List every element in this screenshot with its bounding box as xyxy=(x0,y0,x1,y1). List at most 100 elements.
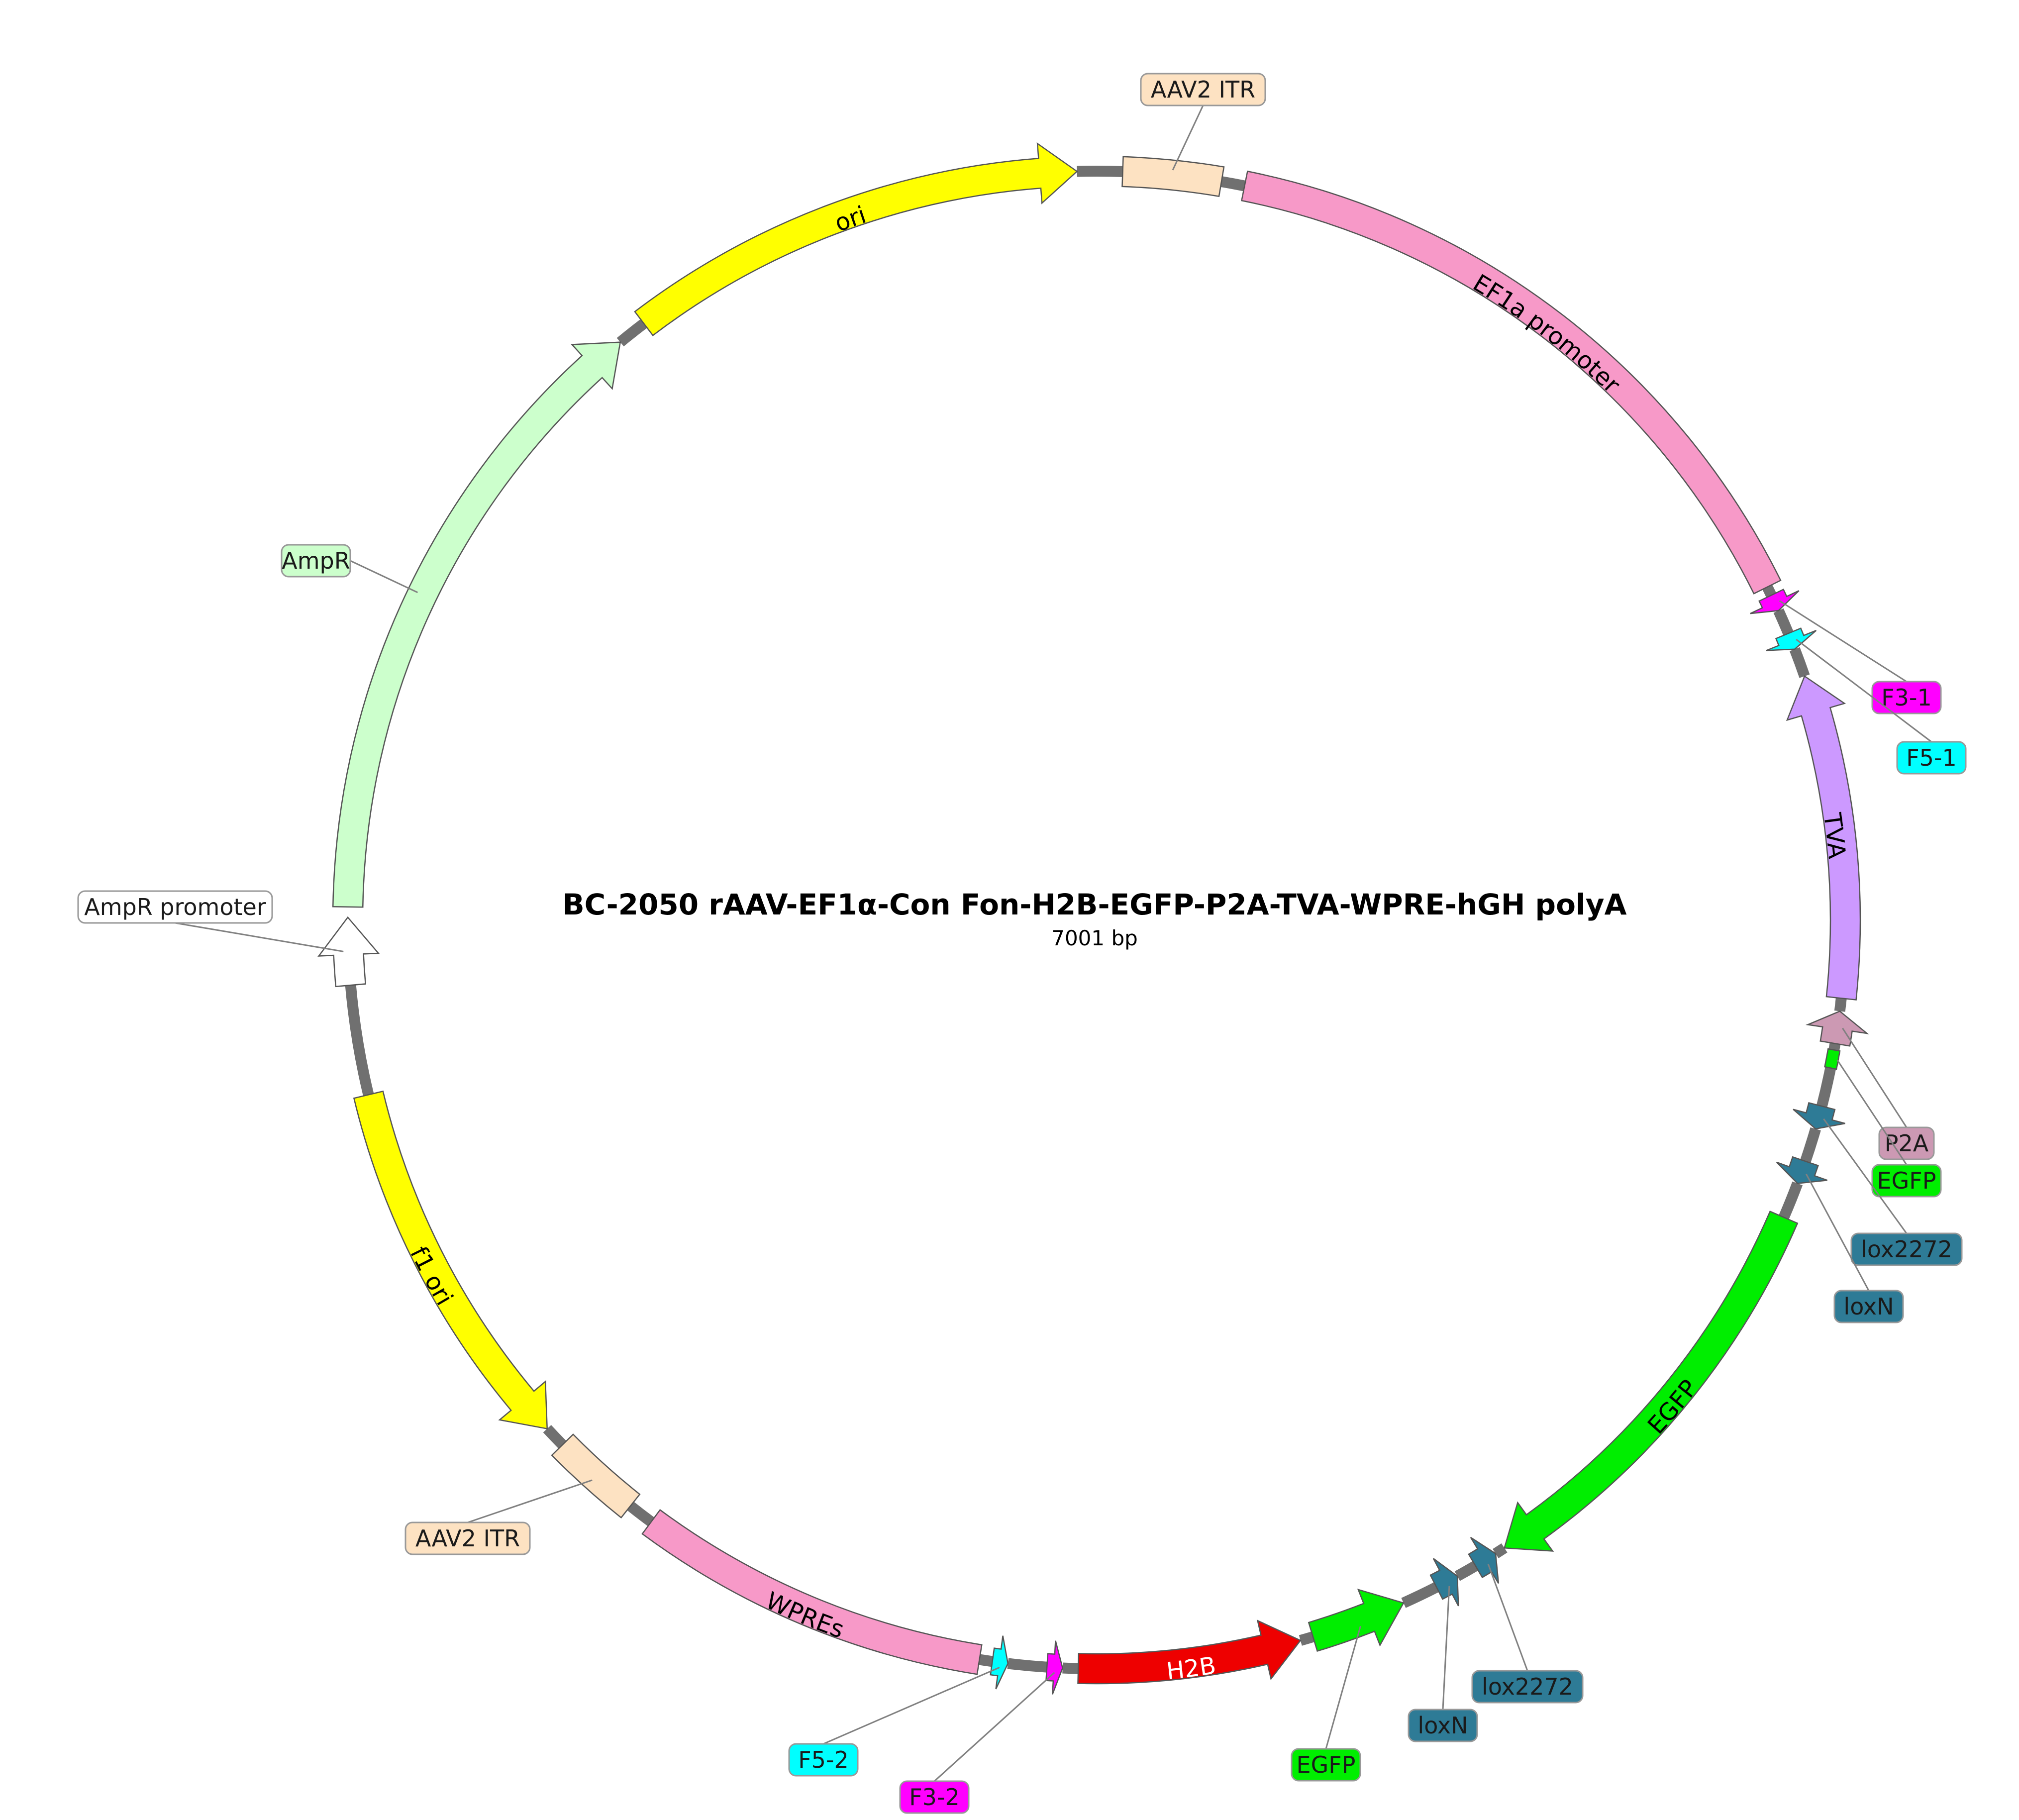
f5-2-leader-line xyxy=(823,1667,1000,1745)
f1-ori-shape[interactable] xyxy=(353,1090,548,1430)
backbone-segment xyxy=(978,1654,994,1667)
egfp-bottom-callout[interactable]: EGFP xyxy=(1291,1625,1362,1782)
f5-1-callout[interactable]: F5-1 xyxy=(1796,638,1967,775)
aav2-itr-top-shape[interactable] xyxy=(1121,156,1225,198)
backbone-segment xyxy=(1828,1042,1841,1051)
backbone-segment xyxy=(1401,1582,1439,1608)
p2a-callout[interactable]: P2A xyxy=(1842,1027,1935,1160)
f3-1-shape[interactable] xyxy=(1750,588,1800,614)
lox2272-right-feature[interactable] xyxy=(1793,1102,1845,1130)
backbone-segment xyxy=(627,1502,655,1526)
aav2-itr-bottom-leader-line xyxy=(467,1479,593,1523)
backbone-segment xyxy=(1299,1631,1315,1646)
backbone-segment xyxy=(1077,166,1123,177)
backbone-segment xyxy=(1773,608,1794,636)
ef1a-promoter-feature[interactable]: EF1a promoter xyxy=(1241,170,1782,595)
ampr-shape[interactable] xyxy=(332,341,621,908)
egfp-small-shape[interactable] xyxy=(1824,1048,1841,1070)
p2a-shape[interactable] xyxy=(1805,1010,1869,1047)
h2b-shape[interactable] xyxy=(1077,1619,1302,1685)
h2b-label: H2B xyxy=(1165,1651,1218,1685)
egfp-bottom-feature[interactable] xyxy=(1308,1588,1405,1652)
lox2272-bottom-feature[interactable] xyxy=(1468,1536,1500,1584)
backbone-segment xyxy=(1800,1127,1821,1163)
ef1a-promoter-label: EF1a promoter xyxy=(1468,269,1625,399)
backbone-segment xyxy=(1762,584,1777,598)
ef1a-promoter-shape[interactable] xyxy=(1241,170,1782,595)
aav2-itr-bottom-feature[interactable] xyxy=(551,1433,641,1519)
aav2-itr-bottom-callout[interactable]: AAV2 ITR xyxy=(404,1479,593,1555)
ampr-leader-line xyxy=(350,560,418,594)
f5-1-feature[interactable] xyxy=(1766,627,1817,651)
lox2272-bottom-callout[interactable]: lox2272 xyxy=(1471,1563,1584,1704)
wpres-feature[interactable]: WPREs xyxy=(641,1509,983,1675)
loxn-bottom-callout[interactable]: loxN xyxy=(1408,1586,1478,1742)
lox2272-right-callout-label: lox2272 xyxy=(1861,1236,1952,1263)
ampr-feature[interactable] xyxy=(332,341,621,908)
f5-1-shape[interactable] xyxy=(1766,627,1817,651)
loxn-bottom-leader-line xyxy=(1442,1586,1450,1710)
backbone-segment xyxy=(1779,1181,1803,1220)
loxn-right-shape[interactable] xyxy=(1776,1156,1827,1184)
egfp-bottom-shape[interactable] xyxy=(1308,1588,1405,1652)
f3-2-leader-line xyxy=(933,1672,1055,1782)
loxn-right-callout-label: loxN xyxy=(1843,1293,1894,1320)
lox2272-right-callout-box xyxy=(1850,1232,1963,1266)
f3-1-callout[interactable]: F3-1 xyxy=(1779,600,1942,714)
lox2272-right-callout[interactable]: lox2272 xyxy=(1823,1118,1963,1266)
f5-2-shape[interactable] xyxy=(990,1635,1009,1690)
ampr-callout-box xyxy=(281,544,351,578)
ampr-promoter-leader-line xyxy=(175,922,344,952)
aav2-itr-bottom-callout-label: AAV2 ITR xyxy=(415,1525,520,1552)
ampr-promoter-callout-label: AmpR promoter xyxy=(84,894,266,920)
ampr-promoter-shape[interactable] xyxy=(317,916,380,988)
p2a-leader-line xyxy=(1842,1027,1908,1128)
lox2272-right-leader-line xyxy=(1823,1118,1908,1234)
p2a-feature[interactable] xyxy=(1805,1010,1869,1047)
map-size: 7001 bp xyxy=(1051,926,1138,950)
loxn-bottom-callout-box xyxy=(1408,1709,1478,1742)
loxn-bottom-shape[interactable] xyxy=(1429,1558,1459,1607)
lox2272-bottom-shape[interactable] xyxy=(1468,1536,1500,1584)
ori-feature[interactable]: ori xyxy=(634,142,1078,336)
loxn-right-callout[interactable]: loxN xyxy=(1806,1173,1904,1323)
p2a-callout-box xyxy=(1878,1126,1935,1160)
egfp-small-feature[interactable] xyxy=(1824,1048,1841,1070)
f3-2-shape[interactable] xyxy=(1045,1640,1064,1695)
tva-feature[interactable]: TVA xyxy=(1786,675,1861,1001)
ampr-promoter-callout-box xyxy=(77,890,273,924)
ampr-callout[interactable]: AmpR xyxy=(281,544,418,594)
egfp-small-callout[interactable]: EGFP xyxy=(1836,1059,1942,1198)
f5-2-callout[interactable]: F5-2 xyxy=(788,1667,1000,1777)
f3-2-feature[interactable] xyxy=(1045,1640,1064,1695)
aav2-itr-bottom-shape[interactable] xyxy=(551,1433,641,1519)
backbone-segment xyxy=(1220,176,1246,192)
backbone-segment xyxy=(616,319,647,347)
f5-1-callout-box xyxy=(1896,741,1967,775)
p2a-callout-label: P2A xyxy=(1885,1130,1929,1157)
aav2-itr-top-callout[interactable]: AAV2 ITR xyxy=(1140,73,1266,171)
egfp-small-callout-box xyxy=(1871,1164,1942,1198)
h2b-feature[interactable]: H2B xyxy=(1077,1619,1302,1685)
aav2-itr-top-feature[interactable] xyxy=(1121,156,1225,198)
f3-1-feature[interactable] xyxy=(1750,588,1800,614)
callout-layer: AAV2 ITRF3-1F5-1P2AEGFPlox2272loxNlox227… xyxy=(77,73,1967,1814)
tva-shape[interactable] xyxy=(1786,675,1861,1001)
f5-2-feature[interactable] xyxy=(990,1635,1009,1690)
loxn-bottom-feature[interactable] xyxy=(1429,1558,1459,1607)
egfp-main-feature[interactable]: EGFP xyxy=(1504,1211,1799,1552)
f5-1-callout-label: F5-1 xyxy=(1906,744,1957,771)
egfp-small-leader-line xyxy=(1836,1059,1908,1165)
backbone-segment xyxy=(1789,647,1810,678)
ampr-promoter-callout[interactable]: AmpR promoter xyxy=(77,890,344,952)
f1-ori-feature[interactable]: f1 ori xyxy=(353,1090,548,1430)
ampr-promoter-feature[interactable] xyxy=(317,916,380,988)
ori-shape[interactable] xyxy=(634,142,1078,336)
wpres-shape[interactable] xyxy=(641,1509,983,1675)
lox2272-right-shape[interactable] xyxy=(1793,1102,1845,1130)
loxn-right-feature[interactable] xyxy=(1776,1156,1827,1184)
f3-2-callout[interactable]: F3-2 xyxy=(899,1672,1055,1814)
egfp-main-shape[interactable] xyxy=(1504,1211,1799,1552)
f5-1-leader-line xyxy=(1796,638,1932,743)
lox2272-bottom-leader-line xyxy=(1487,1563,1528,1671)
